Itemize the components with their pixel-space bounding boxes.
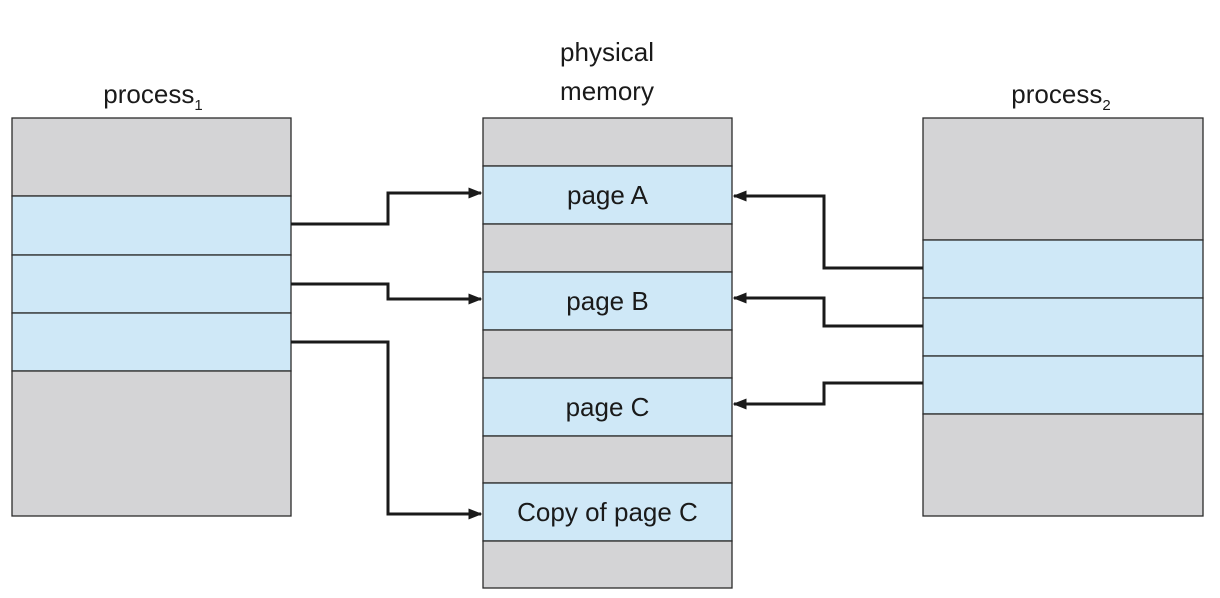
process1-block-4-shared xyxy=(11,312,292,372)
process1-block-5-unused xyxy=(11,370,292,517)
process2-block-2-shared xyxy=(922,239,1204,299)
memory-block-6-label: page C xyxy=(566,392,650,422)
memory-block-2-label: page A xyxy=(567,180,649,210)
memory-block-7-unused xyxy=(482,435,733,484)
process1-address-space xyxy=(11,117,292,517)
memory-block-4-label: page B xyxy=(566,286,648,316)
process2-block-5-unused xyxy=(922,413,1204,517)
physical-memory-frames: page A page B page C Copy of page C xyxy=(482,117,733,589)
memory-block-3-unused xyxy=(482,223,733,273)
process1-label-subscript: 1 xyxy=(194,97,202,114)
memory-block-9-unused xyxy=(482,540,733,589)
process2-block-3-to-memory-block-4-arrow xyxy=(732,292,923,328)
physical-memory-label-line1: physical xyxy=(560,37,654,67)
process1-block-2-to-memory-block-2-arrow xyxy=(291,187,483,226)
memory-block-5-unused xyxy=(482,329,733,379)
process1-block-2-shared xyxy=(11,195,292,256)
process2-block-1-unused xyxy=(922,117,1204,241)
process1-block-3-shared xyxy=(11,254,292,314)
process1-label: process1 xyxy=(103,79,202,114)
memory-block-6-shared xyxy=(482,377,733,437)
process1-block-1-unused xyxy=(11,117,292,197)
process2-address-space xyxy=(922,117,1204,517)
memory-block-8-shared xyxy=(482,482,733,542)
memory-block-1-unused xyxy=(482,117,733,167)
memory-block-4-shared xyxy=(482,271,733,331)
process2-block-4-shared xyxy=(922,355,1204,415)
process2-block-4-to-memory-block-6-arrow xyxy=(732,381,923,410)
process2-block-2-to-memory-block-2-arrow xyxy=(732,190,923,270)
memory-block-2-shared xyxy=(482,165,733,225)
memory-block-8-label: Copy of page C xyxy=(517,497,698,527)
process1-block-4-to-memory-block-8-arrow xyxy=(291,340,483,520)
process2-label: process2 xyxy=(1011,79,1110,114)
physical-memory-label-line2: memory xyxy=(560,76,654,106)
process2-label-subscript: 2 xyxy=(1102,97,1110,114)
process2-block-3-shared xyxy=(922,297,1204,357)
page-mappings xyxy=(291,187,923,520)
process1-block-3-to-memory-block-4-arrow xyxy=(291,282,483,305)
